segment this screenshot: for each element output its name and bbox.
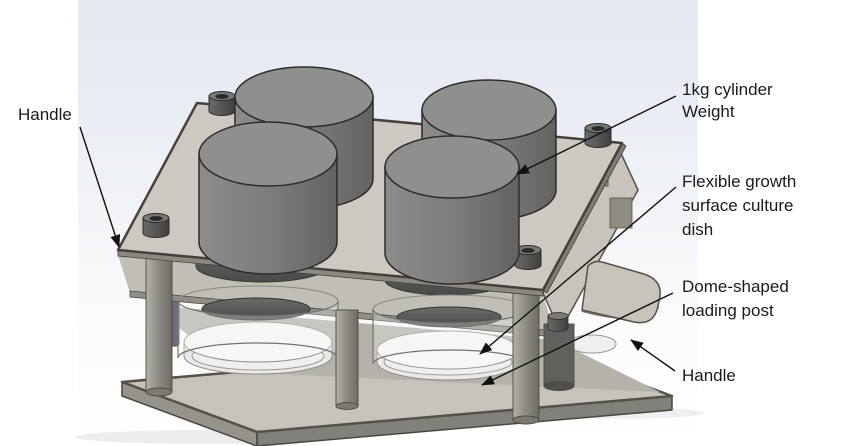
screw-right (584, 123, 612, 148)
standoff-right-back (609, 197, 633, 229)
screw-middle-plate (547, 312, 569, 332)
standoff-posts (145, 157, 609, 425)
leader-dish (479, 186, 677, 355)
leader-handle-left (79, 126, 121, 248)
standoff-dark-right (543, 323, 575, 387)
standoff-middle (335, 309, 359, 407)
culture-dish-left (177, 285, 339, 375)
leader-weight (516, 95, 677, 175)
standoff-front-right (512, 277, 540, 421)
weight-front-left (198, 121, 338, 275)
weight-front-right (384, 135, 520, 285)
back-dish-partial (567, 334, 617, 354)
leader-dome (481, 292, 674, 386)
weights (198, 66, 557, 285)
leader-lines (79, 95, 677, 386)
screw-left (142, 213, 170, 238)
leader-handle-right (630, 339, 676, 372)
screw-back (208, 91, 236, 116)
handle-tab-right (581, 260, 661, 324)
standoff-left (145, 251, 173, 393)
